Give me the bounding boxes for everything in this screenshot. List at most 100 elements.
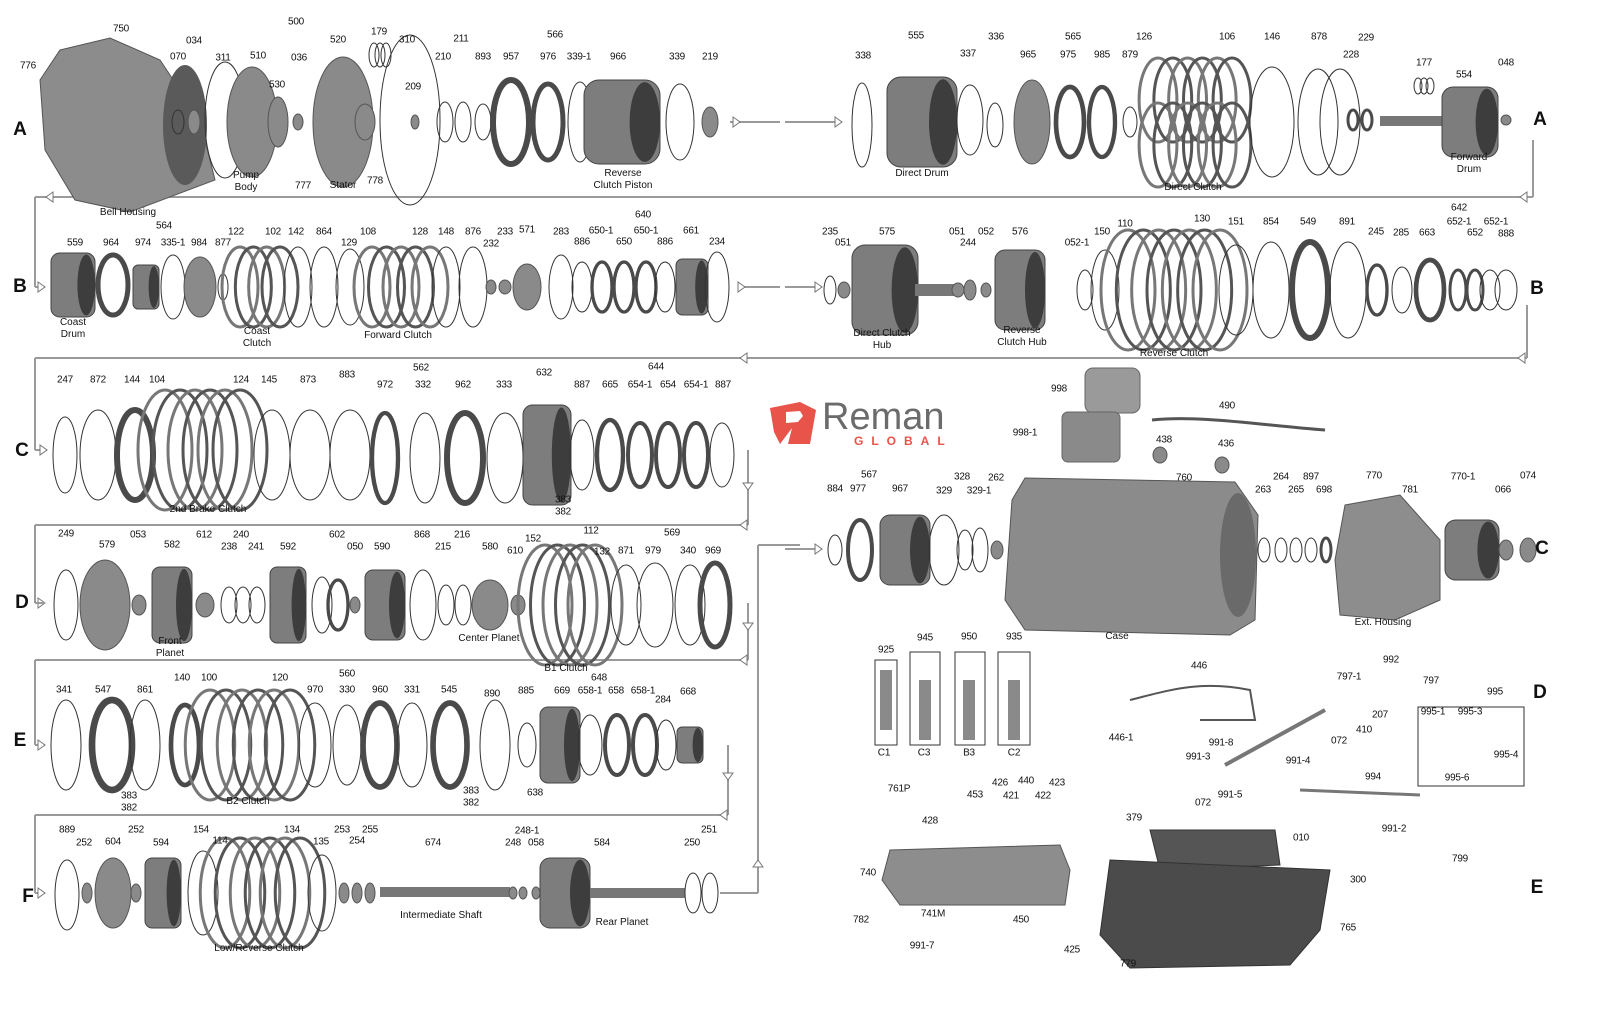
part-callout: 579 [98,539,116,551]
part-callout: 425 [1063,944,1081,956]
part [195,592,215,618]
part-callout: 252 [127,824,145,836]
snap-ring [311,576,333,634]
part-callout: 328 [953,471,971,483]
assembly-caption: Direct Clutch [1164,182,1222,193]
part-callout: 335-1 [160,237,186,249]
clutch-plate [381,245,421,329]
part-callout: 871 [617,545,635,557]
part-callout: 379 [1125,812,1143,824]
clutch-plate [1160,228,1218,352]
clutch-plate [247,245,287,329]
clutch-plate [1167,101,1208,189]
snap-ring [253,409,291,501]
part-callout: 310 [398,34,416,46]
row-marker: E [1530,877,1544,898]
part-callout: 995-3 [1457,706,1483,718]
part-callout: 879 [1121,49,1139,61]
part-callout: 207 [1371,709,1389,721]
internal-harness [1129,684,1257,721]
part-callout: 668 [679,686,697,698]
part-callout: 935 [1005,631,1023,643]
flow-arrow-icon [37,281,46,293]
part-callout: 886 [656,236,674,248]
rear-planet-shaft [590,888,685,898]
part-callout: 112 [583,525,599,537]
part-callout: C2 [1007,747,1021,759]
part-callout: 991-2 [1381,823,1407,835]
snap-ring [1252,241,1290,339]
snap-ring [548,254,574,320]
snap-ring [1122,106,1138,138]
part-callout: 995 [1486,686,1504,698]
part-callout: 510 [249,50,267,62]
snap-ring [50,699,82,791]
part-callout: 177 [1415,57,1433,69]
drum-opening [891,247,918,333]
shaft [915,284,955,296]
part-callout: 886 [573,236,591,248]
clutch-plate [228,836,282,950]
part-callout: 070 [169,51,187,63]
friction-plate [114,407,156,503]
clutch-plate [541,543,599,667]
part-callout: 650-1 [588,225,614,237]
part-callout: 150 [1093,226,1111,238]
part-callout: 333 [495,379,513,391]
flow-arrow-icon [814,281,823,293]
part-callout: 034 [185,35,203,47]
flow-arrow-icon [742,482,754,491]
part-callout: 249 [57,528,75,540]
part [81,882,93,904]
part-callout: 967 [891,483,909,495]
drum-opening [176,568,192,642]
part-callout: 562 [412,362,430,374]
part-callout: 114 [212,835,228,847]
part-callout: 580 [481,541,499,553]
part-callout: 490 [1218,400,1236,412]
row-marker: D [1533,682,1547,703]
row-marker: E [13,730,27,751]
friction-plate [95,252,131,318]
friction-plate [1053,84,1087,160]
part-callout: 122 [227,226,245,238]
part-callout: 868 [413,529,431,541]
part-callout: 884 [826,483,844,495]
part-callout: 612 [195,529,213,541]
part-callout: 770 [1365,470,1383,482]
part-callout: 878 [1310,31,1328,43]
friction-plate [631,713,659,777]
part-callout: 250 [683,837,701,849]
snap-ring [380,42,392,68]
snap-ring [823,275,837,305]
part-callout: 998-1 [1012,427,1038,439]
part-callout: 654-1 [683,379,709,391]
solenoid-block [1061,411,1121,463]
part-callout: 235 [821,226,839,238]
part-callout: 229 [1357,32,1375,44]
snap-ring [54,859,80,931]
extension-housing [1334,494,1441,621]
part-callout: 382 [120,802,138,814]
friction-plate [1365,263,1389,317]
clutch-plate [1211,56,1253,144]
drum-opening [1477,521,1499,579]
row-marker: B [13,276,27,297]
snap-ring [458,246,488,328]
part [131,594,147,616]
snap-ring [454,101,472,143]
flow-arrow-icon [1517,352,1526,364]
part-callout: 300 [1349,874,1367,886]
part-callout: 450 [1012,914,1030,926]
part-callout: 148 [437,226,455,238]
part-callout: 974 [134,237,152,249]
snap-ring [248,586,266,624]
part-callout: 216 [453,529,471,541]
assembly-caption: Forward Clutch [364,330,432,341]
assembly-caption: 2nd Brake Clutch [169,504,247,515]
snap-ring [517,722,537,768]
friction-plate [360,700,400,790]
assembly-caption: Low/Reverse Clutch [214,943,304,954]
part-callout: 776 [19,60,37,72]
logo-tagline: GLOBAL [854,434,953,448]
